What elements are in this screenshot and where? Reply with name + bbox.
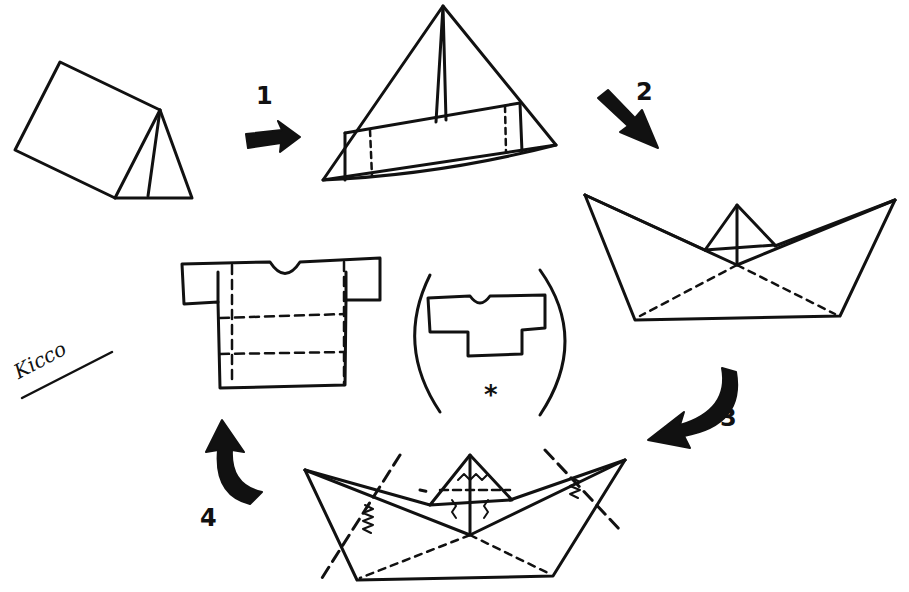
- signature: Kicco: [11, 338, 70, 382]
- asterisk-note: *: [484, 382, 498, 408]
- step-number: 2: [636, 80, 653, 104]
- folded-sheet: [15, 62, 192, 198]
- shirt: [182, 258, 380, 388]
- step-number: 3: [720, 406, 737, 430]
- step-arrow: [206, 420, 262, 504]
- step-arrow: [246, 121, 300, 152]
- paper-hat: [323, 6, 556, 180]
- step-number: 1: [256, 84, 273, 108]
- step-arrow: [648, 368, 737, 448]
- step-number: 4: [200, 506, 217, 530]
- paper-boat: [585, 195, 895, 320]
- cut-boat: [305, 450, 625, 580]
- small-shirt: [415, 270, 565, 415]
